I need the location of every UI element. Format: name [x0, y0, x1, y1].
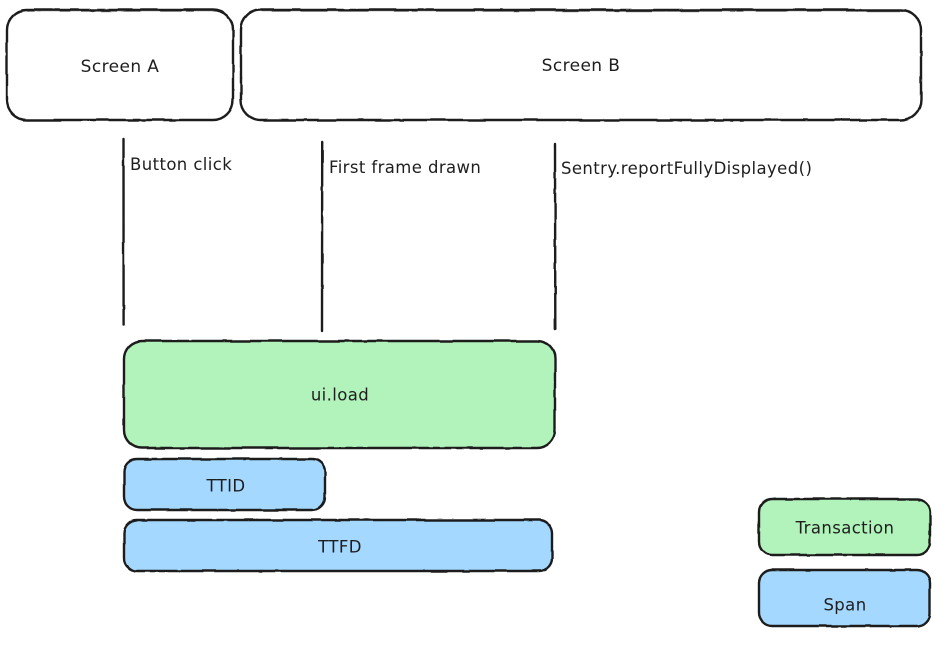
bar-ttid-shape: [122, 457, 327, 512]
screen-a-box: [5, 8, 235, 122]
legend-transaction-shape: [757, 497, 932, 557]
marker-report-fully-displayed-label: Sentry.reportFullyDisplayed(): [561, 159, 813, 178]
screen-a-label: Screen A: [80, 57, 160, 77]
bar-ui-load-shape: [122, 339, 557, 450]
bar-ui-load-label: ui.load: [310, 385, 370, 405]
bar-ttid-label: TTID: [206, 476, 246, 496]
marker-lines: [122, 137, 557, 333]
screen-b-box: [239, 8, 923, 122]
bar-ttfd-label: TTFD: [318, 537, 362, 557]
marker-first-frame-drawn-label: First frame drawn: [329, 158, 482, 177]
marker-button-click-label: Button click: [130, 155, 233, 174]
screen-b-label: Screen B: [541, 56, 621, 76]
bar-ttfd-shape: [122, 518, 554, 573]
legend-span-shape: [757, 568, 932, 628]
legend-span-label: Span: [823, 595, 867, 615]
legend-transaction-label: Transaction: [795, 518, 895, 538]
